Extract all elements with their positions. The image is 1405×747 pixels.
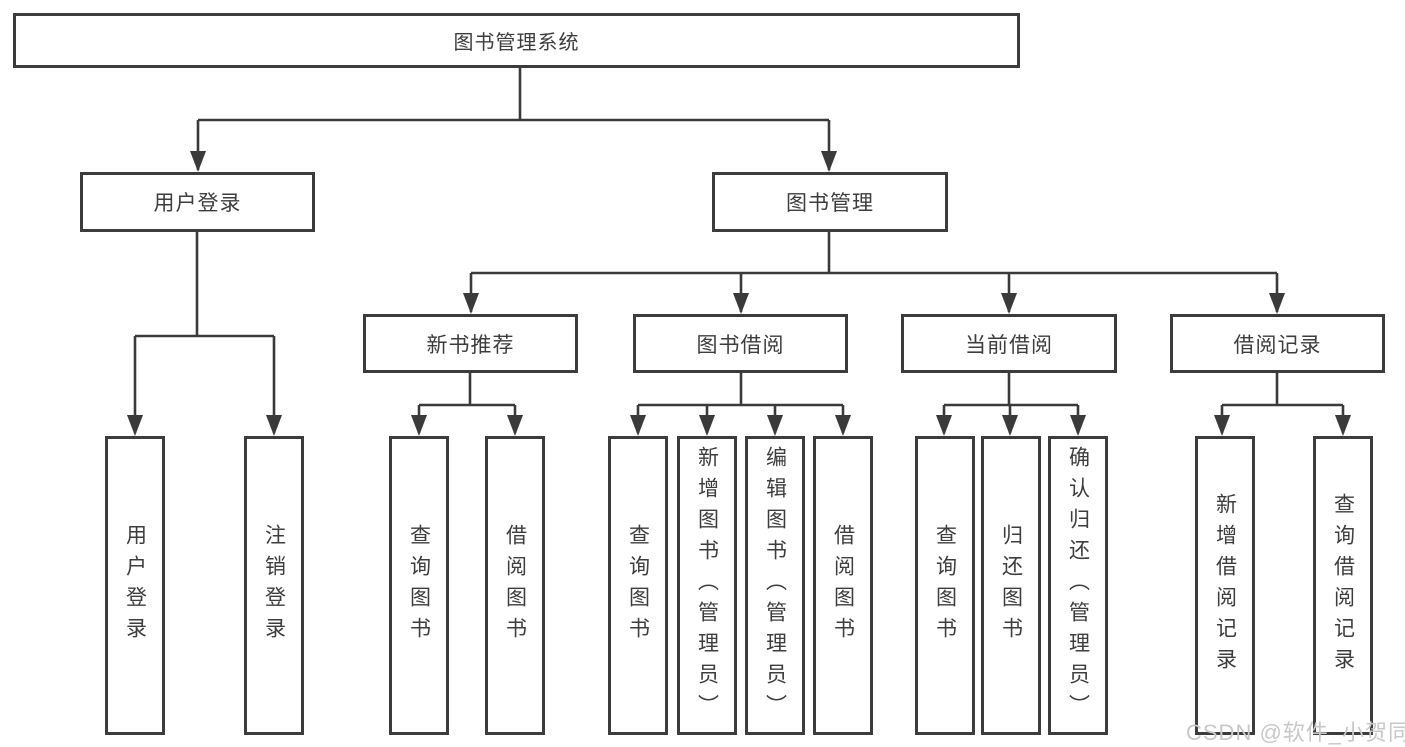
leaf-query-book-recommend: 查询图书 bbox=[389, 436, 449, 735]
leaf-edit-book-admin: 编辑图书（管理员） bbox=[745, 436, 805, 735]
leaf-query-book-current: 查询图书 bbox=[915, 436, 975, 735]
leaf-user-login: 用户登录 bbox=[105, 436, 165, 735]
leaf-query-borrow-record: 查询借阅记录 bbox=[1313, 436, 1373, 735]
leaf-borrow-book-recommend: 借阅图书 bbox=[485, 436, 545, 735]
leaf-add-book-admin: 新增图书（管理员） bbox=[677, 436, 737, 735]
arrowheads bbox=[127, 151, 1351, 436]
node-new-book-recommend: 新书推荐 bbox=[363, 314, 578, 373]
leaf-borrow-book: 借阅图书 bbox=[813, 436, 873, 735]
node-book-management: 图书管理 bbox=[712, 172, 948, 232]
node-user-login: 用户登录 bbox=[80, 172, 315, 232]
leaf-logout: 注销登录 bbox=[244, 436, 304, 735]
node-borrow-record: 借阅记录 bbox=[1170, 314, 1385, 373]
leaf-confirm-return-admin: 确认归还（管理员） bbox=[1048, 436, 1108, 735]
node-book-borrow: 图书借阅 bbox=[633, 314, 848, 373]
node-current-borrow: 当前借阅 bbox=[901, 314, 1117, 373]
node-root-system: 图书管理系统 bbox=[13, 13, 1020, 68]
csdn-watermark: CSDN @软件_小贺同学 bbox=[1186, 720, 1405, 745]
leaf-return-book: 归还图书 bbox=[981, 436, 1041, 735]
leaf-query-book-borrow: 查询图书 bbox=[608, 436, 668, 735]
leaf-add-borrow-record: 新增借阅记录 bbox=[1195, 436, 1255, 735]
